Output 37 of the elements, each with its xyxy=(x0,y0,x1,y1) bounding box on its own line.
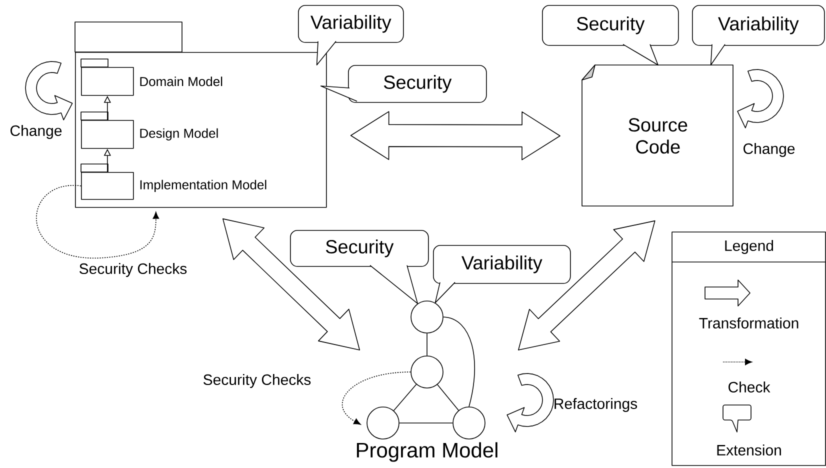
edge-label: Refactorings xyxy=(554,398,638,412)
legend-label: Transformation xyxy=(699,318,798,328)
graph-node-circle xyxy=(410,300,444,334)
node-label: Implementation Model xyxy=(140,180,266,192)
block-arrow xyxy=(518,220,656,350)
connector-line xyxy=(437,384,459,411)
edge-label: Security Checks xyxy=(80,263,187,277)
callout-bubble: Security xyxy=(542,5,679,66)
package-box: Domain Model xyxy=(80,58,222,96)
edge-label: Change xyxy=(744,143,795,157)
node-label: Domain Model xyxy=(140,76,222,86)
check-arrow xyxy=(36,185,160,258)
legend-label: Extension xyxy=(717,444,781,456)
connector-line xyxy=(443,316,475,407)
document-box: Source Code xyxy=(582,64,734,206)
check-arrow xyxy=(342,372,411,425)
callout-bubble: Security xyxy=(320,65,487,103)
legend-title: Legend xyxy=(725,240,774,254)
graph-node-circle xyxy=(452,406,486,440)
callout-bubble: Variability xyxy=(692,5,825,66)
graph-caption: Program Model xyxy=(356,442,498,462)
package-box: Design Model xyxy=(80,112,218,149)
edge-label: Security Checks xyxy=(204,374,311,388)
package-box: Implementation Model xyxy=(80,164,266,200)
connector-line xyxy=(393,384,417,411)
callout-bubble: Variability xyxy=(298,5,404,66)
callout-bubble: Variability xyxy=(433,245,571,304)
connector-line xyxy=(426,333,428,356)
edge-label: Change xyxy=(10,125,62,139)
node-label: Design Model xyxy=(140,128,218,140)
graph-node-circle xyxy=(366,406,400,440)
connector-line xyxy=(399,422,453,424)
graph-node-circle xyxy=(410,356,444,388)
callout-bubble: Security xyxy=(290,230,429,304)
legend-label: Check xyxy=(728,382,770,392)
block-arrow xyxy=(222,218,360,350)
block-arrow xyxy=(350,111,560,160)
